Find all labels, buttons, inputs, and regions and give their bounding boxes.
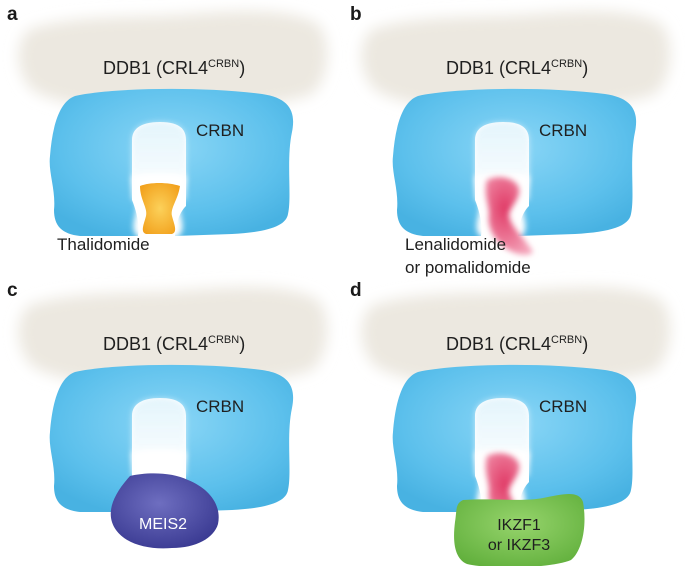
ddb1-label-main: DDB1 (CRL4 xyxy=(446,334,551,354)
ddb1-label-close: ) xyxy=(239,334,245,354)
ddb1-label-main: DDB1 (CRL4 xyxy=(103,334,208,354)
ligand-label: Lenalidomide xyxy=(405,235,506,254)
crbn-shape xyxy=(392,364,637,512)
ddb1-label-close: ) xyxy=(239,58,245,78)
crbn-label: CRBN xyxy=(196,397,244,416)
meis2-label: MEIS2 xyxy=(139,516,187,533)
ddb1-shape xyxy=(361,11,671,109)
ddb1-shape xyxy=(18,11,328,109)
thalidomide-molecule xyxy=(140,183,180,234)
ddb1-label-superscript: CRBN xyxy=(551,334,582,346)
ddb1-label-main: DDB1 (CRL4 xyxy=(446,58,551,78)
crbn-label: CRBN xyxy=(539,121,587,140)
panel-letter: c xyxy=(7,280,18,301)
ligand-label: Thalidomide xyxy=(57,235,150,254)
ddb1-shape xyxy=(361,287,671,385)
crbn-label: CRBN xyxy=(539,397,587,416)
ddb1-label-close: ) xyxy=(582,58,588,78)
ligand-label: or pomalidomide xyxy=(405,258,531,277)
ddb1-label-main: DDB1 (CRL4 xyxy=(103,58,208,78)
panel-letter: b xyxy=(350,4,362,25)
ddb1-label: DDB1 (CRL4CRBN) xyxy=(446,58,588,78)
panel-letter: a xyxy=(7,4,18,25)
ddb1-label-superscript: CRBN xyxy=(551,58,582,70)
lenalidomide-molecule xyxy=(485,177,533,255)
ddb1-label-close: ) xyxy=(582,334,588,354)
ddb1-label-superscript: CRBN xyxy=(208,58,239,70)
ddb1-label: DDB1 (CRL4CRBN) xyxy=(103,58,245,78)
ikzf-shape xyxy=(454,494,585,566)
crbn-shape xyxy=(392,88,637,237)
meis2-shape xyxy=(110,473,219,549)
ddb1-label-superscript: CRBN xyxy=(208,334,239,346)
crbn-shape xyxy=(49,364,294,512)
crbn-label: CRBN xyxy=(196,121,244,140)
crbn-shape xyxy=(49,88,294,237)
ikzf-label: IKZF1 xyxy=(497,517,541,534)
ikzf-label: or IKZF3 xyxy=(488,537,550,554)
ddb1-label: DDB1 (CRL4CRBN) xyxy=(103,334,245,354)
ddb1-shape xyxy=(18,287,328,385)
panel-letter: d xyxy=(350,280,362,301)
ddb1-label: DDB1 (CRL4CRBN) xyxy=(446,334,588,354)
